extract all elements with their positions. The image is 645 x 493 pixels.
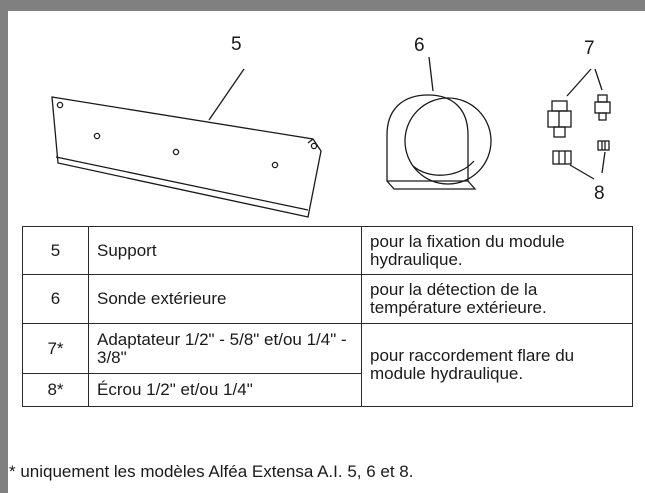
part-number: 8* (22, 373, 89, 407)
part-purpose: pour la fixation du module hydraulique. (361, 226, 633, 275)
parts-table: 5 Support pour la fixation du module hyd… (22, 226, 633, 407)
part-name: Sonde extérieure (88, 274, 362, 324)
callout-7-label: 7 (584, 38, 595, 59)
callout-8-label: 8 (594, 183, 605, 204)
parts-illustration: 5 6 (8, 11, 645, 227)
part-number: 5 (22, 226, 89, 275)
part-name: Écrou 1/2" et/ou 1/4" (88, 373, 362, 407)
part-number: 7* (22, 323, 89, 374)
frame-top-bar (0, 0, 645, 11)
callout-6-label: 6 (414, 35, 425, 56)
support-bracket-drawing (51, 68, 322, 218)
adapters-and-nuts-drawing (547, 68, 611, 180)
table-row: 8* Écrou 1/2" et/ou 1/4" (22, 373, 633, 407)
frame-left-bar (0, 0, 8, 493)
part-name: Adaptateur 1/2" - 5/8" et/ou 1/4" - 3/8" (88, 323, 362, 374)
table-row: 6 Sonde extérieure pour la détection de … (22, 274, 633, 324)
callout-5-label: 5 (231, 34, 242, 55)
part-purpose-shared: pour raccordement flare du module hydrau… (361, 323, 633, 407)
part-purpose: pour la détection de la température exté… (361, 274, 633, 324)
table-row: 5 Support pour la fixation du module hyd… (22, 226, 633, 275)
table-row: 7* Adaptateur 1/2" - 5/8" et/ou 1/4" - 3… (22, 323, 633, 407)
outdoor-sensor-drawing (386, 56, 492, 190)
part-name: Support (88, 226, 362, 275)
part-number: 6 (22, 274, 89, 324)
footnote: * uniquement les modèles Alféa Extensa A… (9, 462, 414, 481)
